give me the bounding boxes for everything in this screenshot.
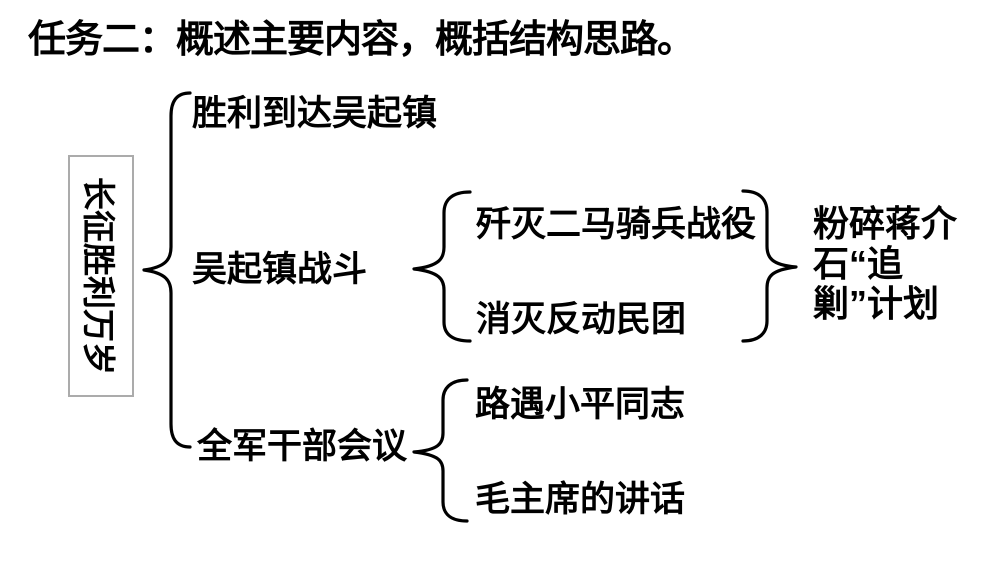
battle-item-militia: 消灭反动民团 (476, 300, 687, 339)
root-brace (142, 91, 192, 449)
root-topic-box: 长征胜利万岁 (68, 155, 134, 397)
root-topic-label: 长征胜利万岁 (80, 177, 117, 375)
battle-outcome-line-3: 剿”计划 (813, 283, 940, 324)
battle-outcome-line-1: 粉碎蒋介 (813, 203, 958, 244)
battle-outcome-line-2: 石“追 (813, 243, 904, 284)
branch-cadre-meeting: 全军干部会议 (197, 427, 408, 466)
battle-group-brace (412, 190, 472, 343)
battle-item-cavalry-campaign: 歼灭二马骑兵战役 (476, 205, 757, 244)
meeting-group-brace (412, 378, 469, 523)
meeting-item-xiaoping: 路遇小平同志 (475, 385, 686, 424)
page-title: 任务二：概述主要内容，概括结构思路。 (28, 19, 695, 61)
branch-wuqi-battle: 吴起镇战斗 (192, 250, 368, 289)
meeting-item-mao-speech: 毛主席的讲话 (475, 480, 686, 519)
battle-outcome-text: 粉碎蒋介 石“追 剿”计划 (813, 204, 993, 324)
branch-arrival-wuqi: 胜利到达吴起镇 (192, 94, 438, 133)
